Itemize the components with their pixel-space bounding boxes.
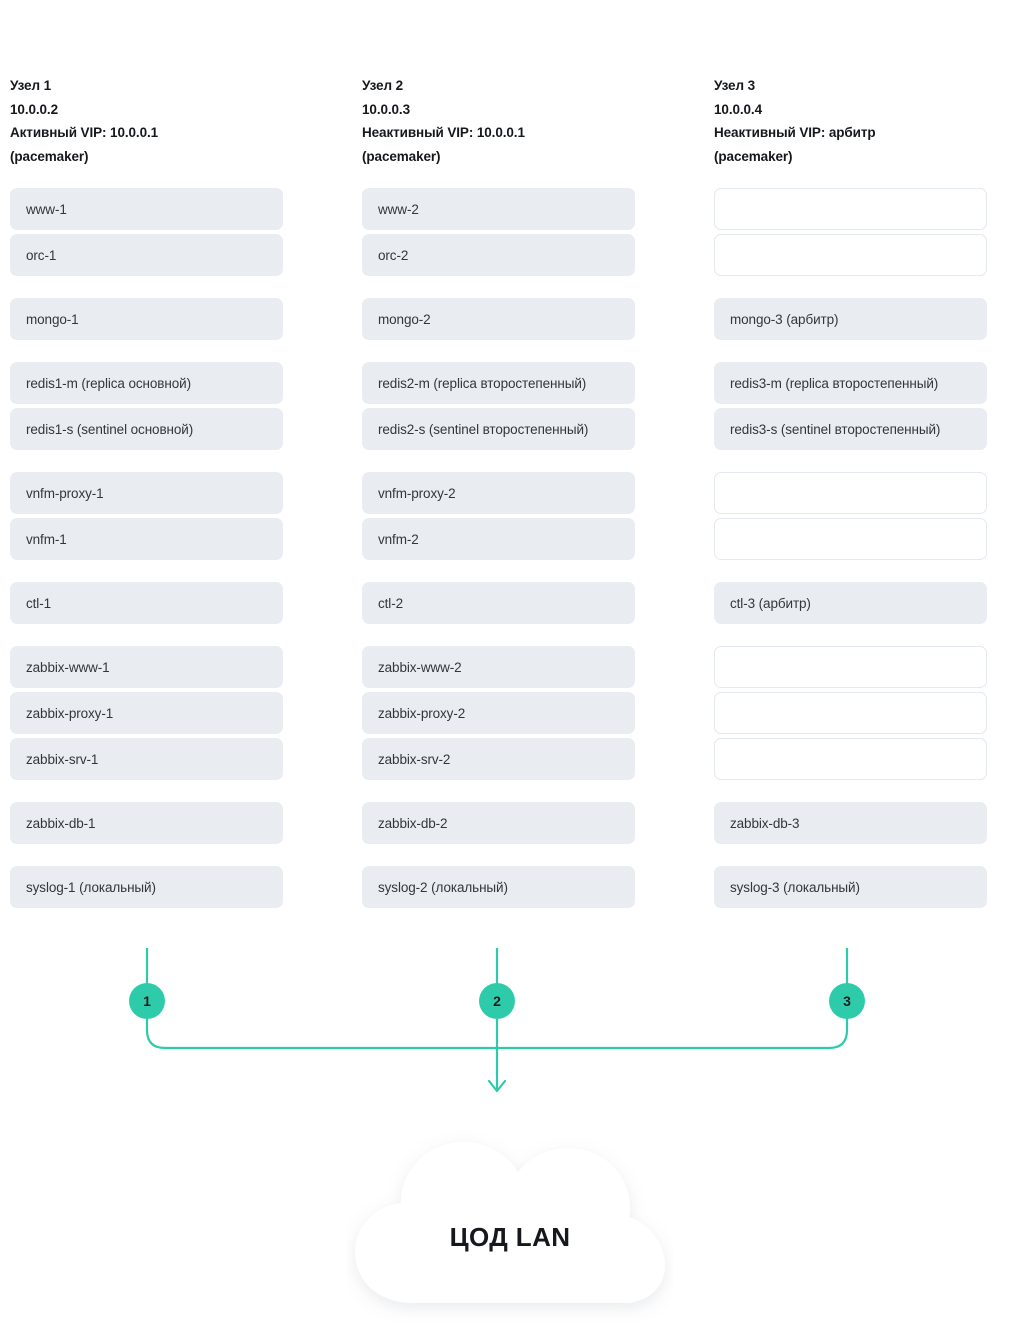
service-group: mongo-3 (арбитр) [714, 298, 987, 340]
service-box[interactable]: mongo-2 [362, 298, 635, 340]
service-group: redis3-m (replica второстепенный) redis3… [714, 362, 987, 450]
service-box-empty[interactable] [714, 188, 987, 230]
service-group: redis2-m (replica второстепенный) redis2… [362, 362, 635, 450]
node-3-manager: (pacemaker) [714, 148, 793, 164]
service-box[interactable]: syslog-2 (локальный) [362, 866, 635, 908]
node-badge-3[interactable]: 3 [829, 983, 865, 1019]
service-box[interactable]: zabbix-www-1 [10, 646, 283, 688]
node-1-name: Узел 1 [10, 78, 52, 93]
lan-cloud: ЦОД LAN [347, 1128, 673, 1328]
service-box[interactable]: zabbix-srv-1 [10, 738, 283, 780]
service-group: zabbix-www-2 zabbix-proxy-2 zabbix-srv-2 [362, 646, 635, 780]
service-group: syslog-1 (локальный) [10, 866, 283, 908]
node-1-ip: 10.0.0.2 [10, 101, 58, 117]
service-box[interactable]: vnfm-1 [10, 518, 283, 560]
service-group: www-2 orc-2 [362, 188, 635, 276]
service-group: mongo-1 [10, 298, 283, 340]
node-3-vip: Неактивный VIP: арбитр [714, 125, 876, 140]
service-box[interactable]: vnfm-proxy-2 [362, 472, 635, 514]
service-box-empty[interactable] [714, 738, 987, 780]
node-column-2: Узел 2 10.0.0.3 Неактивный VIP: 10.0.0.1… [362, 74, 635, 908]
service-box[interactable]: redis1-m (replica основной) [10, 362, 283, 404]
service-box[interactable]: zabbix-proxy-1 [10, 692, 283, 734]
node-2-ip: 10.0.0.3 [362, 101, 410, 117]
node-2-manager: (pacemaker) [362, 148, 441, 164]
node-column-1: Узел 1 10.0.0.2 Активный VIP: 10.0.0.1 (… [10, 74, 283, 908]
node-columns: Узел 1 10.0.0.2 Активный VIP: 10.0.0.1 (… [10, 74, 987, 908]
service-box[interactable]: zabbix-proxy-2 [362, 692, 635, 734]
service-box[interactable]: zabbix-db-2 [362, 802, 635, 844]
node-column-2-header: Узел 2 10.0.0.3 Неактивный VIP: 10.0.0.1… [362, 74, 635, 168]
service-group: zabbix-db-1 [10, 802, 283, 844]
node-column-1-header: Узел 1 10.0.0.2 Активный VIP: 10.0.0.1 (… [10, 74, 283, 168]
service-group: mongo-2 [362, 298, 635, 340]
service-group: ctl-2 [362, 582, 635, 624]
service-group: vnfm-proxy-2 vnfm-2 [362, 472, 635, 560]
service-box[interactable]: vnfm-proxy-1 [10, 472, 283, 514]
service-box[interactable]: zabbix-srv-2 [362, 738, 635, 780]
service-box[interactable]: zabbix-db-1 [10, 802, 283, 844]
service-box[interactable]: zabbix-db-3 [714, 802, 987, 844]
service-box[interactable]: ctl-1 [10, 582, 283, 624]
node-1-manager: (pacemaker) [10, 148, 89, 164]
service-box[interactable]: redis3-m (replica второстепенный) [714, 362, 987, 404]
node-1-vip: Активный VIP: 10.0.0.1 [10, 125, 159, 140]
service-group: vnfm-proxy-1 vnfm-1 [10, 472, 283, 560]
service-box[interactable]: redis3-s (sentinel второстепенный) [714, 408, 987, 450]
service-box[interactable]: mongo-1 [10, 298, 283, 340]
service-group: syslog-3 (локальный) [714, 866, 987, 908]
service-group: zabbix-db-3 [714, 802, 987, 844]
connector-svg [145, 948, 849, 1093]
service-box[interactable]: vnfm-2 [362, 518, 635, 560]
node-column-3: Узел 3 10.0.0.4 Неактивный VIP: арбитр (… [714, 74, 987, 908]
service-box[interactable]: ctl-2 [362, 582, 635, 624]
service-group: redis1-m (replica основной) redis1-s (se… [10, 362, 283, 450]
service-group: zabbix-www-1 zabbix-proxy-1 zabbix-srv-1 [10, 646, 283, 780]
service-box[interactable]: syslog-3 (локальный) [714, 866, 987, 908]
arrow-head-icon [487, 1079, 507, 1093]
node-3-name: Узел 3 [714, 78, 756, 93]
service-box[interactable]: redis2-s (sentinel второстепенный) [362, 408, 635, 450]
node-column-3-header: Узел 3 10.0.0.4 Неактивный VIP: арбитр (… [714, 74, 987, 168]
cloud-shape [355, 1142, 665, 1303]
node-2-vip: Неактивный VIP: 10.0.0.1 [362, 125, 525, 140]
node-2-name: Узел 2 [362, 78, 404, 93]
bus-line-right [495, 1017, 849, 1050]
service-box-empty[interactable] [714, 646, 987, 688]
service-box[interactable]: orc-1 [10, 234, 283, 276]
service-box[interactable]: zabbix-www-2 [362, 646, 635, 688]
service-box-empty[interactable] [714, 234, 987, 276]
service-group: www-1 orc-1 [10, 188, 283, 276]
service-group: ctl-3 (арбитр) [714, 582, 987, 624]
cloud-icon [355, 1142, 665, 1303]
service-box[interactable]: redis2-m (replica второстепенный) [362, 362, 635, 404]
node-3-ip: 10.0.0.4 [714, 101, 762, 117]
service-group: syslog-2 (локальный) [362, 866, 635, 908]
service-box[interactable]: www-2 [362, 188, 635, 230]
node-badge-2[interactable]: 2 [479, 983, 515, 1019]
service-group [714, 188, 987, 276]
service-box[interactable]: syslog-1 (локальный) [10, 866, 283, 908]
service-box-empty[interactable] [714, 692, 987, 734]
service-group: ctl-1 [10, 582, 283, 624]
service-box[interactable]: redis1-s (sentinel основной) [10, 408, 283, 450]
service-group [714, 646, 987, 780]
service-box[interactable]: orc-2 [362, 234, 635, 276]
node-badge-1[interactable]: 1 [129, 983, 165, 1019]
connector-layer: 1 2 3 [0, 930, 1020, 1110]
service-box[interactable]: www-1 [10, 188, 283, 230]
service-box-empty[interactable] [714, 518, 987, 560]
cloud-label: ЦОД LAN [449, 1221, 571, 1252]
service-box[interactable]: ctl-3 (арбитр) [714, 582, 987, 624]
service-box[interactable]: mongo-3 (арбитр) [714, 298, 987, 340]
bus-line-left [145, 1017, 499, 1050]
service-group [714, 472, 987, 560]
service-box-empty[interactable] [714, 472, 987, 514]
service-group: zabbix-db-2 [362, 802, 635, 844]
